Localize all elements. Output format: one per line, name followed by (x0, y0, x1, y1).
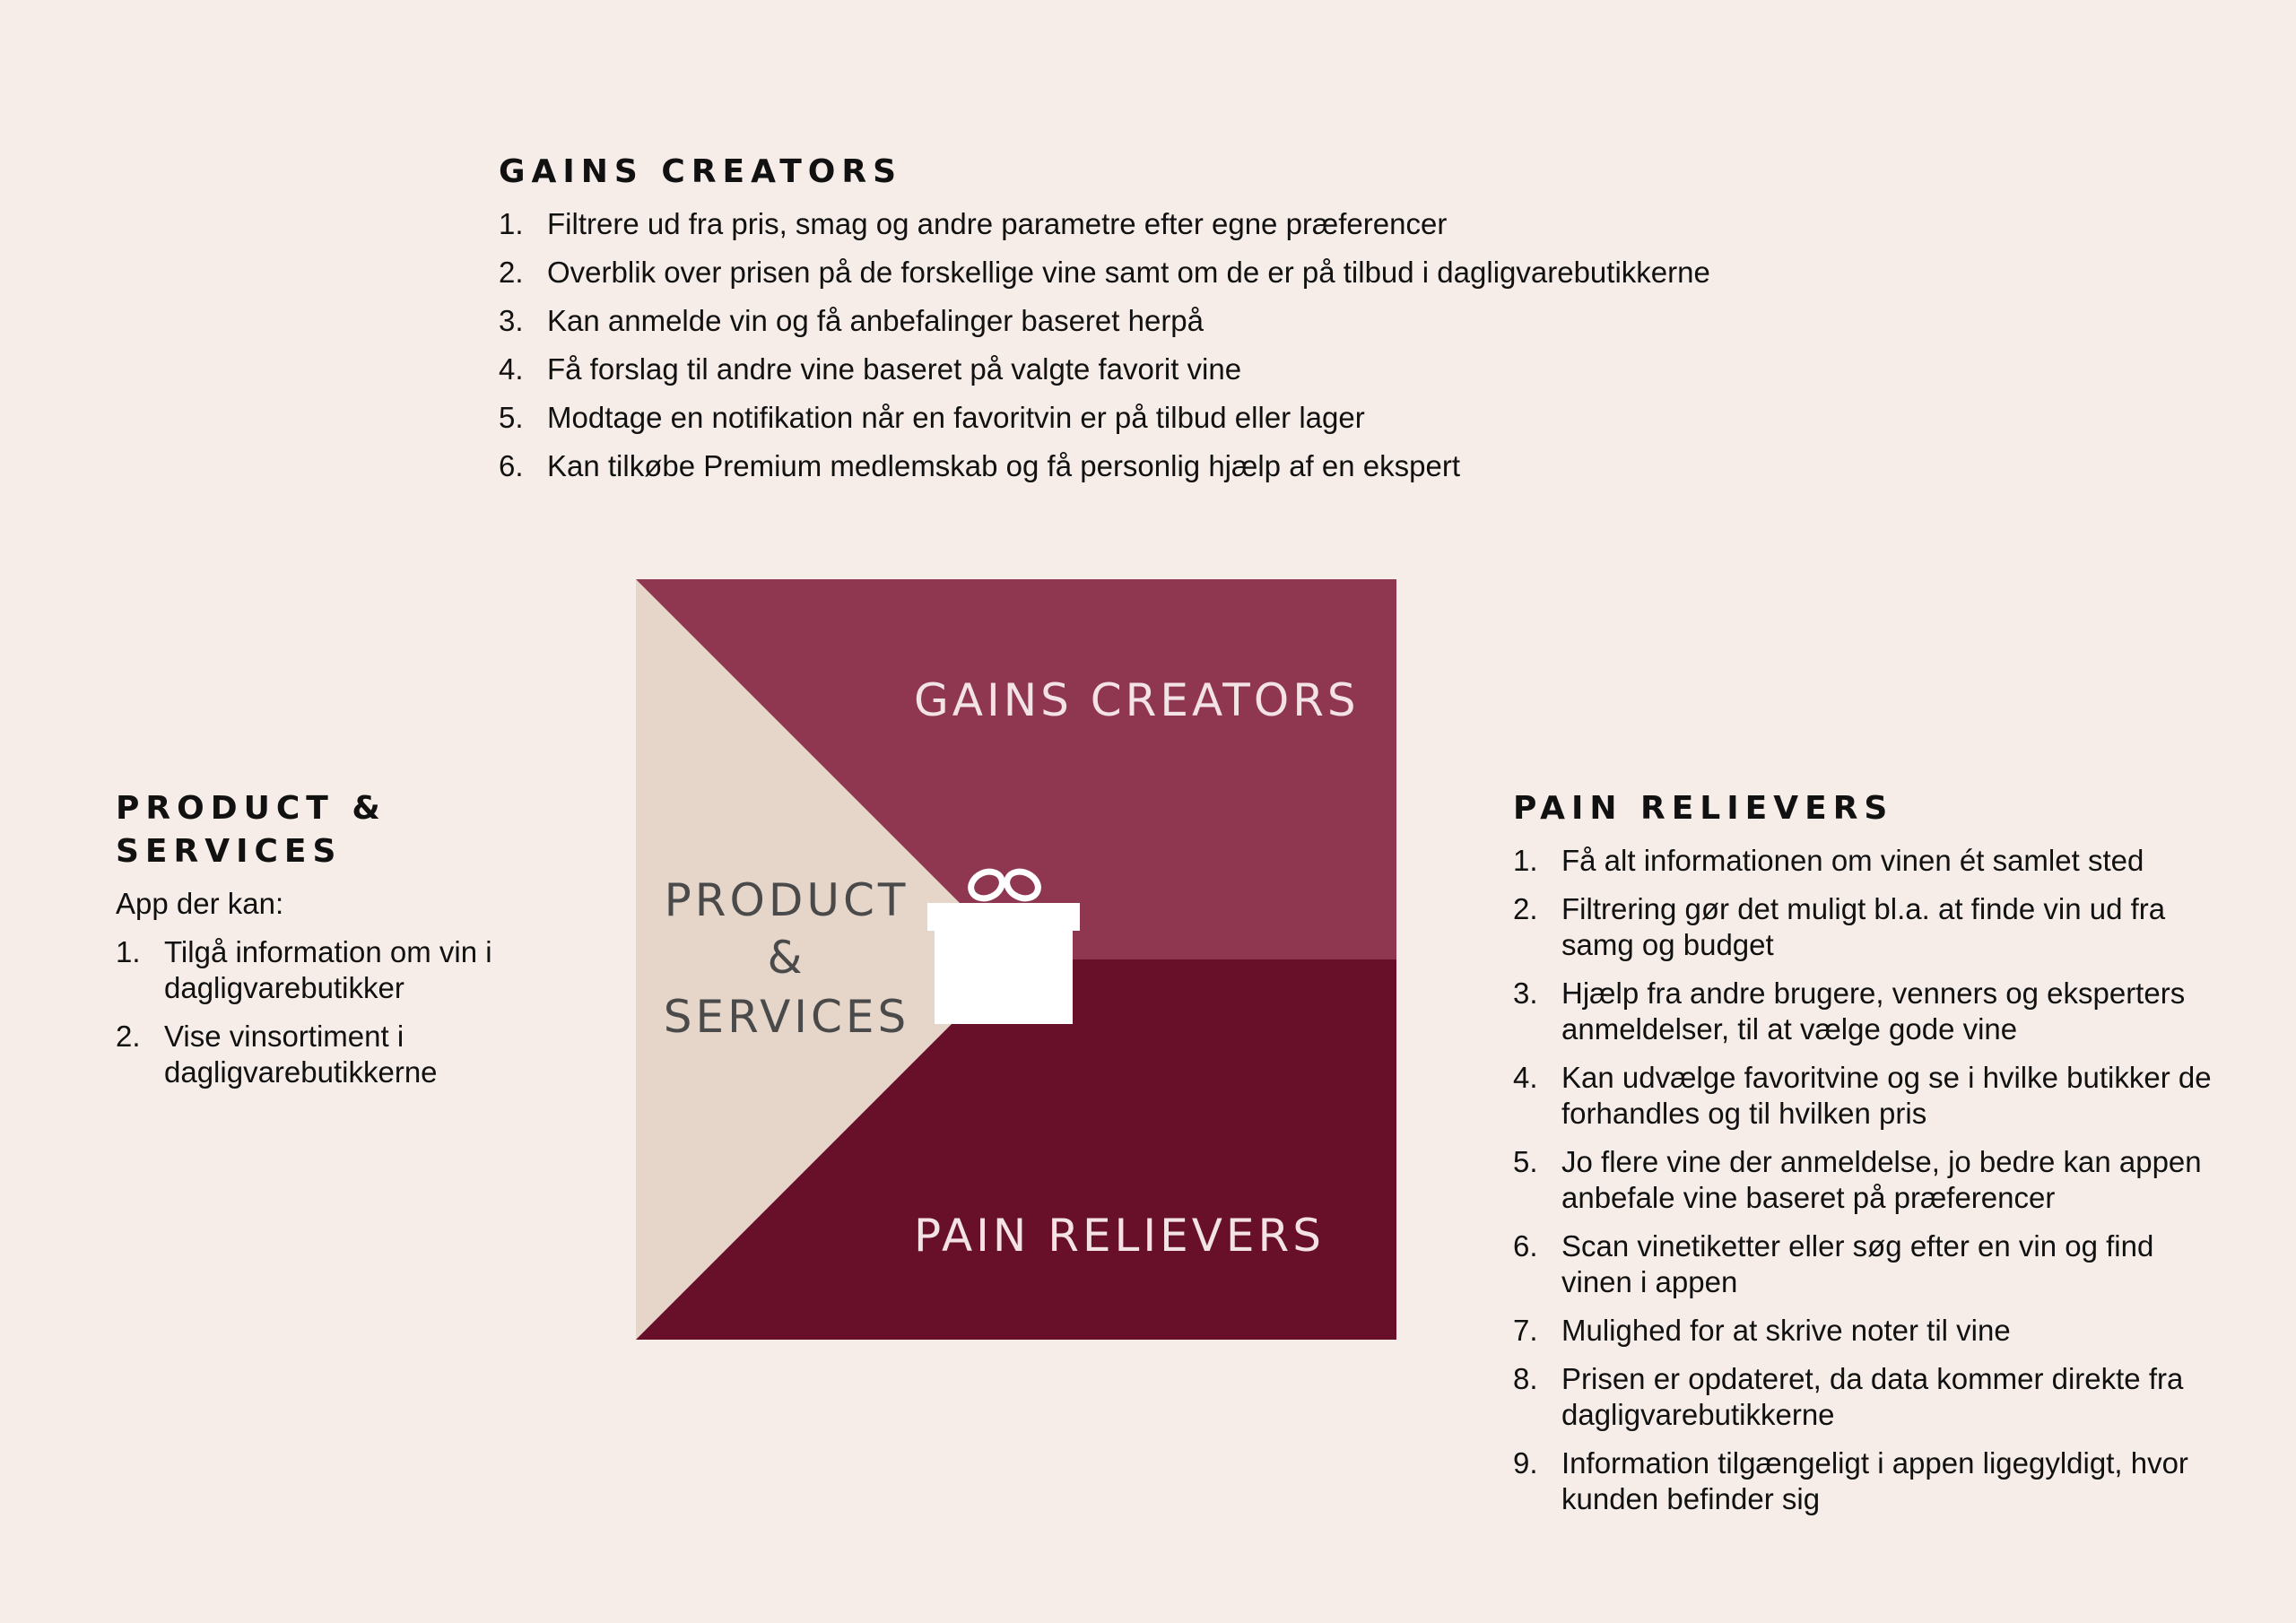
list-item-text: Prisen er opdateret, da data kommer dire… (1561, 1362, 2184, 1431)
list-item-text: Få alt informationen om vinen ét samlet … (1561, 844, 2144, 877)
list-item-text: Kan tilkøbe Premium medlemskab og få per… (547, 449, 1460, 482)
list-item: 1. Få alt informationen om vinen ét samle… (1513, 843, 2213, 879)
product-services-label-line2: & (768, 932, 806, 984)
pain-relievers-section: PAIN RELIEVERS 1. Få alt informationen om… (1513, 787, 2213, 1530)
list-item: 4. Få forslag til andre vine baseret på v… (499, 352, 1844, 387)
list-item: 6. Scan vinetiketter eller søg efter en v… (1513, 1228, 2213, 1300)
list-item: 4. Kan udvælge favoritvine og se i hvilke… (1513, 1060, 2213, 1132)
list-item-number: 3. (499, 304, 524, 337)
list-item-text: Hjælp fra andre brugere, venners og eksp… (1561, 976, 2186, 1046)
list-item-text: Mulighed for at skrive noter til vine (1561, 1314, 2011, 1347)
product-services-heading-line1: PRODUCT & (116, 790, 387, 827)
list-item: 7. Mulighed for at skrive noter til vine (1513, 1313, 2213, 1349)
list-item-number: 4. (1513, 1061, 1538, 1094)
list-item: 1. Filtrere ud fra pris, smag og andre pa… (499, 206, 1844, 242)
list-item-text: Scan vinetiketter eller søg efter en vin… (1561, 1229, 2154, 1298)
list-item-number: 3. (1513, 976, 1538, 1010)
list-item-text: Få forslag til andre vine baseret på val… (547, 352, 1242, 386)
list-item-text: Modtage en notifikation når en favoritvi… (547, 401, 1365, 434)
list-item-number: 2. (116, 1020, 141, 1053)
list-item-text: Jo flere vine der anmeldelse, jo bedre k… (1561, 1145, 2202, 1214)
product-services-section: PRODUCT & SERVICES App der kan: 1. Tilgå … (116, 787, 564, 1103)
list-item-text: Filtrering gør det muligt bl.a. at finde… (1561, 892, 2166, 961)
list-item: 3. Kan anmelde vin og få anbefalinger bas… (499, 303, 1844, 339)
list-item: 2. Filtrering gør det muligt bl.a. at fin… (1513, 891, 2213, 963)
product-services-heading: PRODUCT & SERVICES (116, 787, 564, 873)
value-proposition-canvas: GAINS CREATORS PAIN RELIEVERS PRODUCT & … (636, 579, 1396, 1340)
list-item-text: Filtrere ud fra pris, smag og andre para… (547, 207, 1448, 240)
list-item-number: 2. (499, 256, 524, 289)
list-item: 5. Modtage en notifikation når en favorit… (499, 400, 1844, 436)
product-services-area (636, 579, 1016, 1340)
list-item-text: Overblik over prisen på de forskellige v… (547, 256, 1710, 289)
list-item-number: 2. (1513, 892, 1538, 925)
list-item-number: 8. (1513, 1362, 1538, 1395)
list-item: 9. Information tilgængeligt i appen ligeg… (1513, 1445, 2213, 1517)
list-item-text: Kan anmelde vin og få anbefalinger baser… (547, 304, 1205, 337)
gains-creators-list: 1. Filtrere ud fra pris, smag og andre pa… (499, 206, 1844, 484)
product-services-intro: App der kan: (116, 887, 284, 920)
list-item-number: 5. (499, 401, 524, 434)
list-item-number: 4. (499, 352, 524, 386)
pain-relievers-heading: PAIN RELIEVERS (1513, 790, 1894, 827)
list-item-number: 1. (116, 935, 141, 968)
list-item: 6. Kan tilkøbe Premium medlemskab og få p… (499, 448, 1844, 484)
list-item-number: 5. (1513, 1145, 1538, 1178)
list-item: 2. Overblik over prisen på de forskellige… (499, 255, 1844, 291)
gains-creators-label: GAINS CREATORS (914, 674, 1360, 726)
pain-relievers-label: PAIN RELIEVERS (914, 1210, 1325, 1262)
product-services-heading-line2: SERVICES (116, 833, 343, 870)
gift-icon (927, 868, 1080, 1024)
list-item-number: 6. (1513, 1229, 1538, 1263)
list-item-number: 6. (499, 449, 524, 482)
product-services-list: 1. Tilgå information om vin i dagligvareb… (116, 934, 564, 1090)
list-item: 1. Tilgå information om vin i dagligvareb… (116, 934, 564, 1006)
gains-creators-heading: GAINS CREATORS (499, 153, 903, 190)
list-item-number: 1. (499, 207, 524, 240)
product-services-label-line3: SERVICES (664, 991, 910, 1043)
list-item-number: 1. (1513, 844, 1538, 877)
list-item: 2. Vise vinsortiment i dagligvarebutikker… (116, 1019, 564, 1090)
list-item-number: 9. (1513, 1446, 1538, 1480)
list-item-text: Kan udvælge favoritvine og se i hvilke b… (1561, 1061, 2212, 1130)
list-item: 8. Prisen er opdateret, da data kommer di… (1513, 1361, 2213, 1433)
gains-creators-section: GAINS CREATORS 1. Filtrere ud fra pris, s… (499, 151, 1844, 497)
list-item: 3. Hjælp fra andre brugere, venners og ek… (1513, 976, 2213, 1047)
list-item-text: Vise vinsortiment i dagligvarebutikkerne (164, 1020, 438, 1089)
list-item: 5. Jo flere vine der anmeldelse, jo bedre… (1513, 1144, 2213, 1216)
product-services-label-line1: PRODUCT (665, 874, 909, 926)
list-item-number: 7. (1513, 1314, 1538, 1347)
pain-relievers-list: 1. Få alt informationen om vinen ét samle… (1513, 843, 2213, 1517)
list-item-text: Tilgå information om vin i dagligvarebut… (164, 935, 492, 1004)
list-item-text: Information tilgængeligt i appen ligegyl… (1561, 1446, 2188, 1515)
